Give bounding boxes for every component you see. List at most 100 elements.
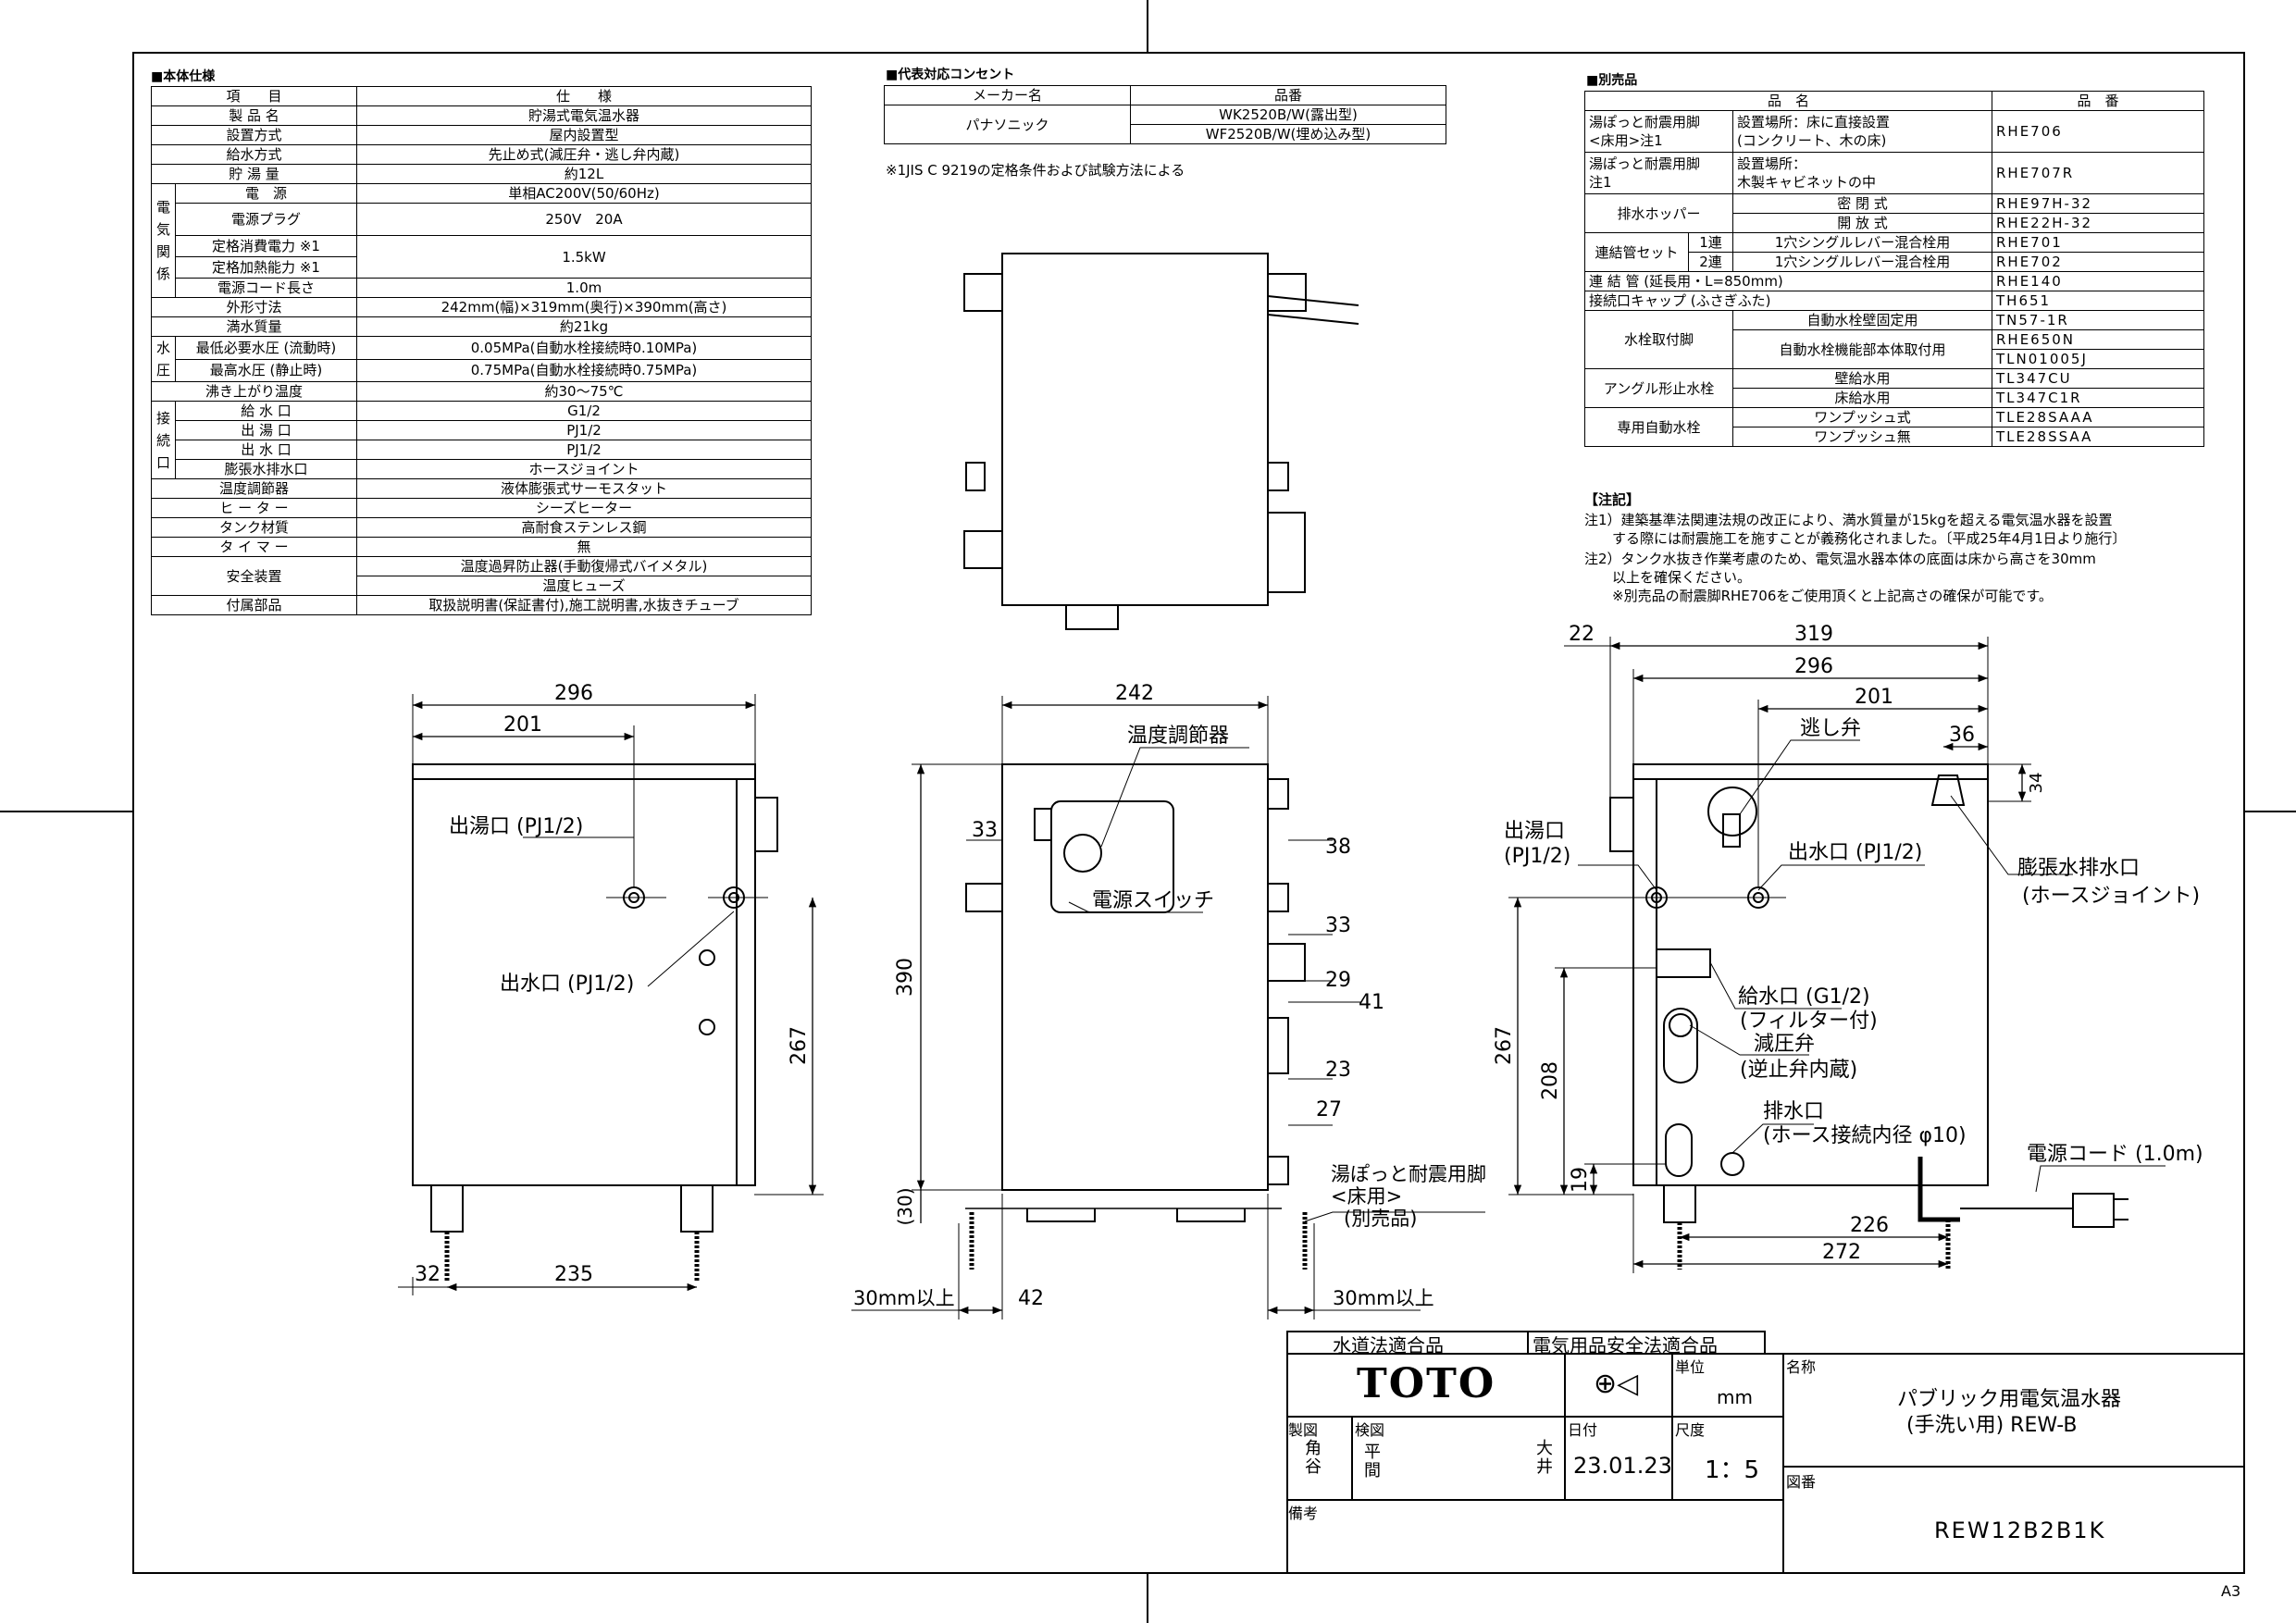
spec-row: 貯 湯 量約12L (151, 164, 812, 184)
checked-value-2: 大 井 (1536, 1439, 1553, 1477)
note-line-3: 注2）タンク水抜き作業考慮のため、電気温水器本体の底面は床から高さを30mm (1584, 551, 2096, 567)
back-label-drain2: (ホース接続内径 φ10) (1763, 1124, 1967, 1147)
front-label-hot-out: 出湯口 (PJ1/2) (449, 815, 583, 838)
back-label-relief: 逃し弁 (1800, 717, 1861, 740)
back-dim-319: 319 (1794, 623, 1833, 646)
side-dim-42: 42 (1018, 1287, 1044, 1310)
options-name: 接続口キャップ (ふさぎふた) (1584, 291, 1992, 311)
back-dim-226: 226 (1850, 1214, 1889, 1237)
spec-group-water: 水圧 (151, 336, 176, 382)
back-dim-22: 22 (1569, 623, 1595, 646)
back-label-cord: 電源コード (1.0m) (2027, 1143, 2203, 1166)
options-header-part: 品 番 (1992, 91, 2204, 111)
options-desc: ワンプッシュ無 (1732, 427, 1992, 447)
crop-mark-bottom (1147, 1573, 1148, 1623)
options-name: 湯ぽっと耐震用脚 注1 (1584, 152, 1733, 194)
spec-item: 付属部品 (151, 595, 357, 615)
spec-item: 貯 湯 量 (151, 164, 357, 184)
back-dim-201: 201 (1855, 686, 1893, 709)
dwgno-label: 図番 (1786, 1473, 1817, 1491)
spec-value: 242mm(幅)×319mm(奥行)×390mm(高さ) (356, 297, 812, 317)
options-name: 専用自動水栓 (1584, 407, 1733, 447)
side-dim-27: 27 (1316, 1098, 1342, 1121)
options-part: RHE650N (1992, 329, 2204, 350)
back-label-hot-out2: (PJ1/2) (1504, 845, 1570, 868)
spec-row: 設置方式屋内設置型 (151, 125, 812, 145)
spec-item: 安全装置 (151, 556, 357, 596)
spec-group-electric: 電気関係 (151, 183, 176, 298)
spec-row: 製 品 名貯湯式電気温水器 (151, 105, 812, 126)
front-dim-width: 296 (554, 682, 593, 705)
back-dim-208: 208 (1539, 1061, 1562, 1100)
side-dim-38: 38 (1325, 836, 1351, 859)
spec-value: シーズヒーター (356, 498, 812, 518)
side-dim-base: (30) (894, 1187, 916, 1225)
drawing-frame (132, 52, 2245, 1574)
spec-item: 設置方式 (151, 125, 357, 145)
checked-value: 平 間 (1364, 1443, 1381, 1481)
note-line-1: 注1）建築基準法関連法規の改正により、満水質量が15kgを超える電気温水器を設置 (1584, 512, 2113, 528)
date-value: 23.01.23 (1573, 1453, 1672, 1479)
spec-value: PJ1/2 (356, 420, 812, 440)
front-dim-foot: 235 (554, 1263, 593, 1286)
options-part: TN57-1R (1992, 310, 2204, 330)
projection-symbol: ⊕◁ (1594, 1368, 1639, 1400)
options-row: 連 結 管 (延長用・L=850mm)RHE140 (1584, 271, 2204, 291)
outlet-note: ※1JIS C 9219の定格条件および試験方法による (886, 162, 1185, 179)
note-line-2: する際には耐震施工を施すことが義務化されました。〔平成25年4月1日より施行〕 (1584, 530, 2127, 547)
crop-mark-left (0, 811, 132, 812)
back-dim-267: 267 (1493, 1026, 1516, 1065)
toto-logo: TOTO (1357, 1360, 1496, 1407)
options-title: ■別売品 (1586, 73, 1638, 88)
crop-mark-top (1147, 0, 1148, 52)
side-clear-right: 30mm以上 (1333, 1287, 1434, 1309)
back-label-prv2: (逆止弁内蔵) (1740, 1059, 1857, 1082)
back-label-hot-out: 出湯口 (1504, 820, 1565, 843)
name-label: 名称 (1786, 1358, 1817, 1376)
side-label-leg3: (別売品) (1344, 1208, 1417, 1230)
spec-row: 安全装置温度過昇防止器(手動復帰式バイメタル) (151, 556, 812, 596)
front-dim-height: 267 (788, 1026, 811, 1065)
back-dim-36: 36 (1949, 724, 1975, 747)
options-desc: 1穴シングルレバー混合栓用 (1732, 232, 1992, 253)
outlet-title: ■代表対応コンセント (886, 68, 1015, 82)
outlet-maker: パナソニック (884, 105, 1131, 144)
side-dim-29: 29 (1325, 969, 1351, 992)
unit-label: 単位 (1675, 1358, 1706, 1376)
notes-title: 【注記】 (1584, 491, 1641, 508)
front-dim-edge: 32 (415, 1263, 441, 1286)
spec-value: 高耐食ステンレス鋼 (356, 517, 812, 538)
dwgno-value: REW12B2B1K (1934, 1518, 2106, 1543)
spec-row: 満水質量約21kg (151, 316, 812, 337)
options-part: RHE140 (1992, 271, 2204, 291)
spec-row: 温度調節器液体膨張式サーモスタット (151, 478, 812, 499)
spec-item: 満水質量 (151, 316, 357, 337)
spec-item: 電 源 (175, 183, 357, 204)
options-desc: 1穴シングルレバー混合栓用 (1732, 252, 1992, 272)
options-part: TL347C1R (1992, 388, 2204, 408)
top-view (963, 253, 1359, 630)
side-dim-width: 242 (1115, 682, 1154, 705)
back-label-exp-drain: 膨張水排水口 (2017, 857, 2140, 880)
front-label-water-out: 出水口 (PJ1/2) (500, 973, 634, 996)
options-desc: 設置場所： 木製キャビネットの中 (1732, 152, 1992, 194)
options-part: RHE707R (1992, 152, 2204, 194)
name-line-1: パブリック用電気温水器 (1897, 1388, 2122, 1411)
spec-value: 1.5kW (356, 235, 812, 279)
front-dim-hole: 201 (503, 713, 542, 737)
spec-value: 約21kg (356, 316, 812, 337)
back-label-inlet: 給水口 (G1/2) (1738, 985, 1870, 1009)
front-view (398, 694, 824, 1295)
back-dim-34: 34 (2027, 773, 2046, 794)
spec-value: 250V 20A (356, 203, 812, 236)
